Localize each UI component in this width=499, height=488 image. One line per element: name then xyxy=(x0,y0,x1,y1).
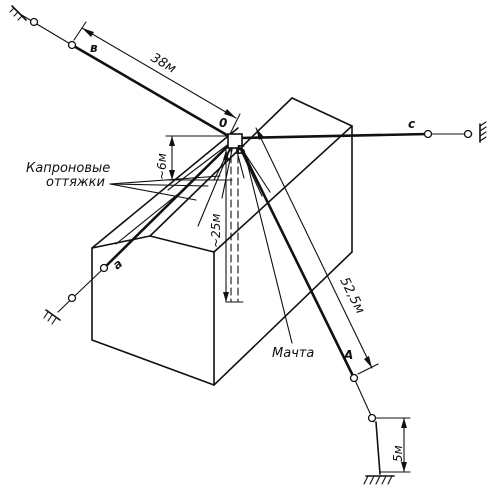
label-dim-52: 52,5м xyxy=(336,275,367,317)
guy-wires xyxy=(19,13,473,423)
dim-52-arrow-a xyxy=(256,128,264,140)
dim-38-arrow-b xyxy=(224,109,236,118)
guys-leader-3 xyxy=(109,183,197,201)
anchor-post-line xyxy=(375,421,381,475)
label-point-c: с xyxy=(408,117,415,131)
label-point-a-lower: а xyxy=(110,256,125,272)
mast xyxy=(225,144,244,303)
dim-5-arrow-a xyxy=(401,418,407,428)
dim-52-arrow-b xyxy=(364,356,372,368)
anchor-post-hatch xyxy=(363,475,393,485)
node-A xyxy=(349,373,359,383)
guy-wire-A xyxy=(236,140,356,380)
label-mast: Мачта xyxy=(272,346,314,361)
guys-leader-1 xyxy=(109,175,221,185)
guy-wire-c xyxy=(238,132,430,140)
dim-25-arrow-b xyxy=(223,292,229,302)
building-bottom-edge xyxy=(213,251,353,386)
nodes xyxy=(29,17,473,423)
building-eave-left xyxy=(91,127,239,249)
dim-6-arrow-a xyxy=(169,136,175,146)
mast-top-plate xyxy=(227,133,243,149)
building-front-gable xyxy=(91,235,215,386)
dim-5-arrow-b xyxy=(401,462,407,472)
building-roof-hatch xyxy=(115,193,179,245)
guy-wire-b xyxy=(70,43,234,140)
building-back-gable-right xyxy=(291,97,353,127)
nylon-guy-4 xyxy=(221,139,235,199)
label-guys-line1: Капроновые xyxy=(26,161,110,176)
label-point-b: в xyxy=(90,41,98,55)
nylon-guy-2 xyxy=(181,139,235,193)
dim-52-line xyxy=(255,127,373,369)
anchor-post xyxy=(363,421,395,485)
label-point-A: А xyxy=(343,348,353,362)
dim-38-ext-a xyxy=(73,21,87,41)
node-b-end xyxy=(29,17,39,27)
labels: в 0 Б с а А 38м 52,5м ~6м ~25м 5м Капрон… xyxy=(26,41,415,462)
label-point-B: Б xyxy=(236,143,245,157)
nylon-guys xyxy=(167,139,271,227)
node-c-end xyxy=(463,129,473,139)
dim-25-arrow-a xyxy=(223,150,229,160)
guy-wire-b-end xyxy=(19,13,73,46)
dimensions xyxy=(73,21,411,473)
dim-38-line xyxy=(81,27,237,119)
guy-wire-a-end xyxy=(57,267,105,313)
mast-leader xyxy=(243,149,293,344)
nylon-guy-1 xyxy=(167,139,235,191)
dim-38-ext-b xyxy=(229,113,241,135)
label-dim-6: ~6м xyxy=(155,153,169,180)
ground-anchor-b xyxy=(9,5,27,21)
dim-6-arrow-b xyxy=(169,170,175,180)
guys-leader-2 xyxy=(109,183,209,187)
label-dim-5: 5м xyxy=(391,445,405,462)
callout-leaders xyxy=(109,149,293,344)
nylon-guy-3 xyxy=(197,139,235,227)
node-a xyxy=(99,263,109,273)
mast-top-block xyxy=(227,133,243,149)
label-dim-38: 38м xyxy=(148,50,178,76)
ground-anchor-a xyxy=(43,309,61,325)
dim-38-arrow-a xyxy=(82,28,94,37)
label-dim-25: ~25м xyxy=(209,214,223,248)
label-guys-line2: оттяжки xyxy=(46,175,105,190)
node-c xyxy=(423,129,433,139)
node-a-end xyxy=(67,293,77,303)
building xyxy=(91,97,353,386)
node-A-end xyxy=(367,413,377,423)
ground-anchor-c xyxy=(479,121,487,143)
node-b xyxy=(67,40,77,50)
dim-52-ext-b xyxy=(357,363,379,375)
building-eave-right xyxy=(213,125,353,253)
label-point-0: 0 xyxy=(219,116,227,130)
